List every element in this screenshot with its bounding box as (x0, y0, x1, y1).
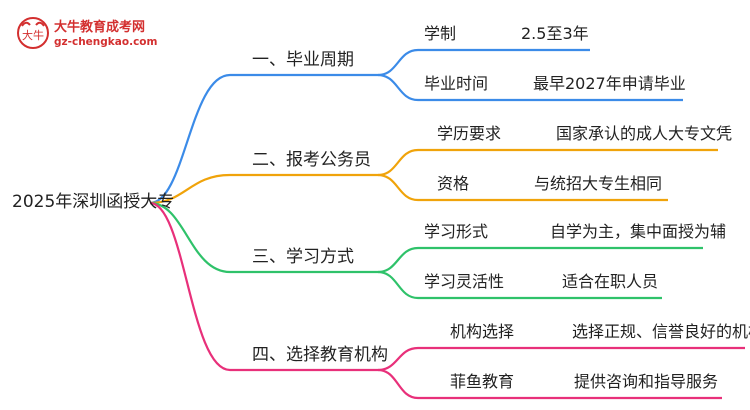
root-to-branch-3-curve (149, 201, 231, 274)
branch-2-item-2-key: 资格 (437, 174, 470, 193)
branch-2-to-item-2-curve (377, 173, 419, 202)
branch-4-item-2-key: 菲鱼教育 (450, 372, 515, 391)
branch-2-to-item-1-curve (377, 148, 419, 177)
branch-4-item-1-key: 机构选择 (450, 322, 515, 341)
root-to-branch-4-curve (149, 201, 231, 372)
branch-1-item-2-key: 毕业时间 (424, 74, 489, 93)
branch-4-to-item-2-curve (377, 368, 419, 400)
bull-logo-icon: 大牛 (17, 17, 49, 49)
branch-3-item-2-key: 学习灵活性 (424, 272, 505, 291)
branch-4-to-item-1-curve (377, 346, 419, 372)
branch-4-item-2-value: 提供咨询和指导服务 (574, 372, 719, 391)
branch-1-to-item-2-curve (377, 73, 419, 102)
branch-1-item-1-value: 2.5至3年 (521, 24, 589, 43)
branch-2-item-2-value: 与统招大专生相同 (534, 174, 663, 193)
root-to-branch-2-curve (149, 173, 231, 205)
branch-3-item-1-key: 学习形式 (424, 222, 489, 241)
branch-1-item-2-value: 最早2027年申请毕业 (533, 74, 686, 93)
logo-title: 大牛教育成考网 (54, 20, 146, 35)
branch-2-item-1-key: 学历要求 (437, 124, 502, 143)
logo-mark-text: 大牛 (22, 28, 44, 42)
logo-url: gz-chengkao.com (54, 36, 158, 48)
branch-3-label: 三、学习方式 (252, 247, 354, 267)
branch-1-connectors (149, 48, 683, 205)
branch-3-item-2-value: 适合在职人员 (562, 272, 659, 291)
branch-1-label: 一、毕业周期 (252, 50, 354, 70)
branch-3-connectors (149, 201, 703, 300)
branch-2-label: 二、报考公务员 (252, 150, 371, 170)
branch-3-to-item-1-curve (377, 246, 419, 274)
branch-2-connectors (149, 148, 718, 205)
root-to-branch-1-curve (149, 73, 231, 205)
branch-3-item-1-value: 自学为主，集中面授为辅 (550, 222, 727, 241)
branch-1-to-item-1-curve (377, 48, 419, 77)
root-node-label: 2025年深圳函授大专 (12, 192, 175, 212)
branch-3-to-item-2-curve (377, 270, 419, 300)
branch-4-item-1-value: 选择正规、信誉良好的机构 (572, 322, 750, 341)
branch-2-item-1-value: 国家承认的成人大专文凭 (556, 124, 733, 143)
branch-4-connectors (149, 201, 745, 400)
branch-4-label: 四、选择教育机构 (252, 345, 388, 365)
branch-1-item-1-key: 学制 (424, 24, 457, 43)
